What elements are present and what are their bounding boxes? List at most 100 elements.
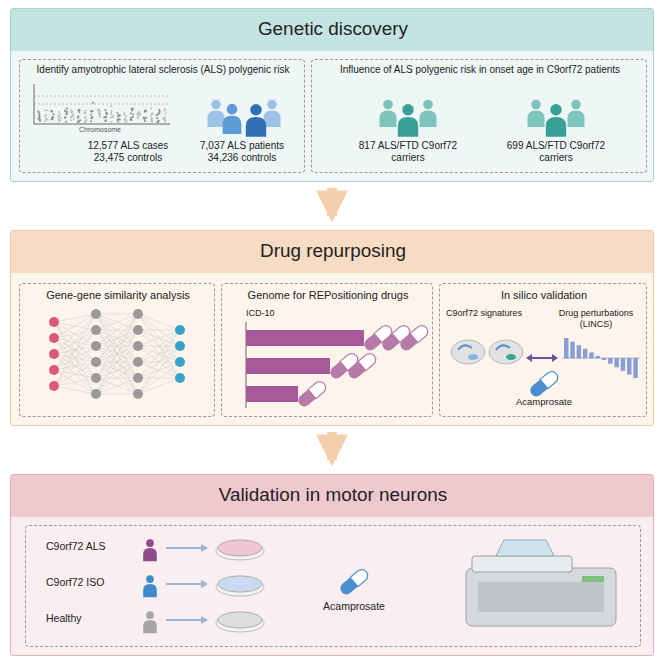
snp-dot	[64, 117, 66, 119]
snp-dot	[111, 116, 113, 118]
snp-dot	[85, 116, 87, 118]
net-edge	[54, 314, 96, 338]
snp-dot	[39, 120, 41, 122]
snp-dot	[125, 121, 127, 123]
net-edge	[54, 362, 96, 386]
snp-dot	[99, 116, 101, 118]
net-edge	[96, 362, 138, 394]
net-edge	[54, 338, 96, 394]
net-node	[133, 389, 143, 399]
snp-dot	[52, 116, 54, 118]
snp-dot	[117, 115, 119, 117]
snp-dot	[50, 110, 52, 112]
person-head	[146, 575, 154, 583]
dashed-group-box: Genome for REPositioning drugsICD-10	[221, 283, 433, 417]
snp-dot	[151, 113, 153, 115]
brain-icon	[451, 340, 485, 364]
perturbation-bar	[627, 358, 632, 375]
snp-dot	[72, 115, 74, 117]
person-head	[423, 100, 433, 110]
person-body	[546, 117, 566, 137]
snp-dot	[70, 111, 72, 113]
snp-dot	[150, 115, 152, 117]
person-head	[146, 539, 154, 547]
snp-dot	[138, 115, 140, 117]
net-edge	[138, 330, 180, 362]
net-edge	[96, 314, 138, 362]
net-edge	[96, 314, 138, 346]
net-edge	[138, 330, 180, 378]
person-body	[568, 111, 585, 128]
person-body	[223, 116, 242, 134]
snp-dot	[138, 114, 140, 116]
perturbation-bar	[589, 352, 594, 358]
snp-dot	[130, 117, 132, 119]
snp-dot	[46, 109, 48, 111]
net-node	[49, 365, 59, 375]
net-edge	[138, 314, 180, 362]
caption-text: 7,037 ALS patients 34,236 controls	[186, 140, 298, 164]
illustration	[222, 284, 434, 418]
snp-dot	[72, 113, 74, 115]
snp-dot	[39, 116, 41, 118]
snp-dot	[158, 112, 160, 114]
caption-text: Acamprosate	[498, 396, 590, 407]
person-body	[246, 117, 266, 137]
snp-dot	[163, 110, 165, 112]
dashed-group-box: C9orf72 ALSC9orf72 ISOHealthyAcamprosate	[25, 525, 641, 647]
person-head	[531, 100, 541, 110]
snp-dot	[117, 115, 119, 117]
net-edge	[138, 330, 180, 346]
caption-text: Drug perturbations (LINCS)	[548, 308, 644, 330]
net-edge	[96, 314, 138, 362]
net-node	[175, 341, 185, 351]
person-head	[211, 100, 221, 110]
snp-dot	[111, 121, 113, 123]
perturbation-bar	[621, 358, 626, 371]
process-arrow-head	[201, 544, 208, 552]
perturbation-bar	[564, 338, 569, 359]
net-edge	[96, 314, 138, 330]
snp-dot	[44, 120, 46, 122]
snp-dot	[52, 113, 54, 115]
snp-dot	[163, 117, 165, 119]
snp-dot	[117, 121, 119, 123]
net-edge	[138, 330, 180, 394]
capsule-icon	[338, 567, 370, 597]
bar	[246, 386, 298, 402]
dashed-group-box: Influence of ALS polygenic risk in onset…	[311, 59, 647, 173]
snp-dot	[164, 119, 166, 121]
net-edge	[54, 386, 96, 394]
person-head	[383, 100, 393, 110]
caption-text: ICD-10	[246, 308, 296, 319]
person-body	[143, 548, 157, 561]
snp-dot	[116, 112, 118, 114]
snp-dot	[145, 110, 147, 112]
snp-dot	[110, 105, 112, 107]
caption-text: 817 ALS/FTD C9orf72 carriers	[352, 140, 464, 164]
net-node	[49, 317, 59, 327]
person-body	[143, 584, 157, 597]
net-node	[175, 373, 185, 383]
people-group	[208, 100, 281, 137]
group-heading: Genome for REPositioning drugs	[226, 289, 430, 302]
snp-dot	[84, 120, 86, 122]
net-node	[91, 373, 101, 383]
group-heading: Gene-gene similarity analysis	[24, 289, 212, 302]
snp-dot	[66, 107, 68, 109]
net-edge	[138, 330, 180, 362]
caption-text: 699 ALS/FTD C9orf72 carriers	[500, 140, 612, 164]
snp-dot	[106, 113, 108, 115]
illustration	[20, 284, 216, 418]
snp-dot	[84, 117, 86, 119]
snp-dot	[111, 110, 113, 112]
snp-dot	[125, 115, 127, 117]
caption-text: C9orf72 ISO	[46, 576, 136, 589]
net-node	[49, 381, 59, 391]
snp-dot	[136, 116, 138, 118]
section-title: Validation in motor neurons	[11, 484, 655, 507]
net-edge	[96, 330, 138, 394]
brain-icon	[489, 340, 523, 364]
snp-dot	[91, 116, 93, 118]
person-body	[208, 111, 225, 128]
